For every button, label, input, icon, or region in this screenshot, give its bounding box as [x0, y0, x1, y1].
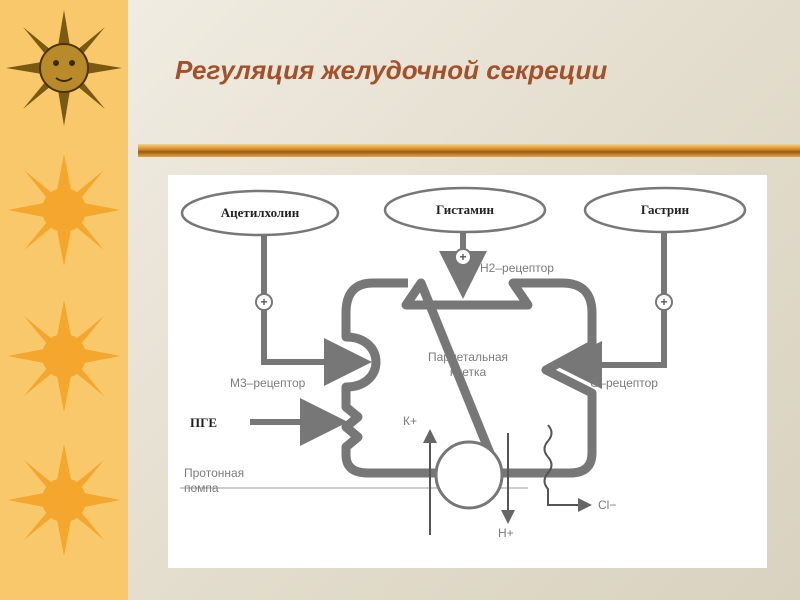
histamine-plus-sign: + — [454, 248, 472, 266]
proton-pump-label: Протонная — [184, 466, 244, 480]
sun-icon — [8, 444, 120, 556]
acetylcholine-arrow — [261, 235, 372, 386]
acetylcholine-plus-sign: + — [255, 293, 273, 311]
proton-pump-label-line2: помпа — [184, 481, 219, 495]
sun-face-emblem-icon — [6, 10, 122, 126]
sun-icon — [8, 154, 120, 266]
title-divider-bar — [138, 144, 800, 157]
acetylcholine-node — [180, 189, 340, 237]
gastrin-label: Гастрин — [641, 202, 690, 217]
cl-ion-label: Cl− — [598, 498, 616, 512]
k-ion-label: К+ — [403, 414, 417, 428]
svg-text:+: + — [260, 295, 267, 309]
parietal-cell-diagram: + + + Ацетилхолин Гистамин Гастрин Н2–ре… — [180, 186, 747, 540]
h2-receptor-label: Н2–рецептор — [480, 261, 554, 275]
sun-icon — [8, 300, 120, 412]
svg-text:+: + — [660, 295, 667, 309]
gastrin-plus-sign: + — [655, 293, 673, 311]
pge-label: ПГЕ — [190, 415, 217, 430]
chloride-channel-coil — [543, 424, 592, 512]
slide-title: Регуляция желудочной секреции — [175, 55, 608, 85]
proton-pump-node — [434, 440, 504, 510]
parietal-cell-label: Париетальная — [428, 350, 508, 364]
diagram-panel: + + + Ацетилхолин Гистамин Гастрин Н2–ре… — [168, 175, 767, 568]
g-receptor-label: G–рецептор — [590, 376, 658, 390]
m3-receptor-label: М3–рецептор — [230, 376, 306, 390]
parietal-cell-label-line2: клетка — [450, 365, 487, 379]
acetylcholine-label: Ацетилхолин — [221, 205, 300, 220]
svg-text:+: + — [459, 250, 466, 264]
histamine-label: Гистамин — [436, 202, 494, 217]
gastrin-arrow — [554, 232, 667, 389]
h-ion-label: Н+ — [498, 526, 514, 540]
decorative-side-strip — [0, 0, 128, 600]
